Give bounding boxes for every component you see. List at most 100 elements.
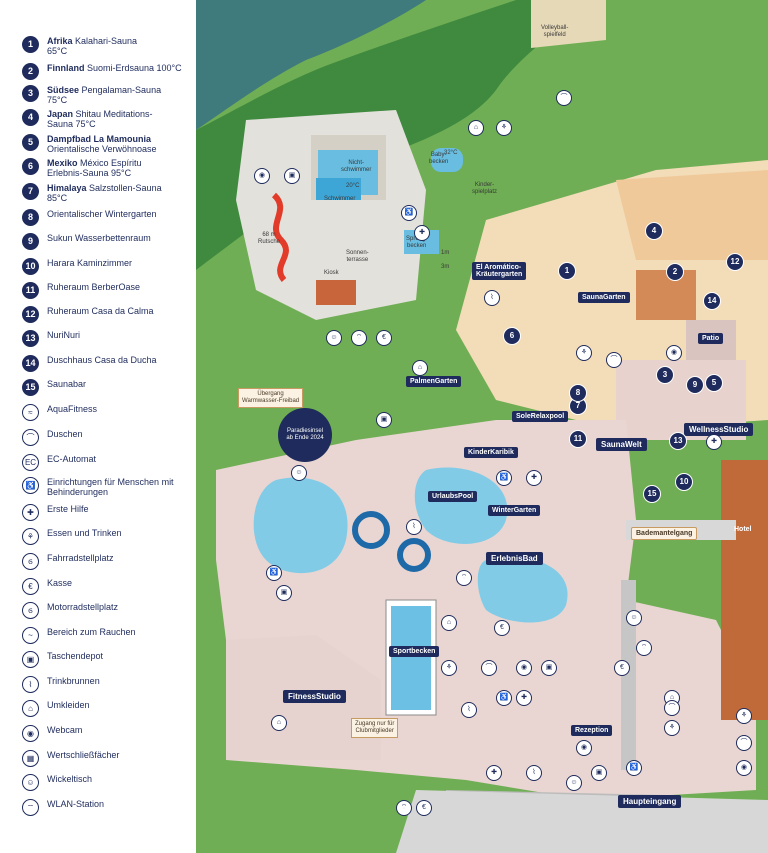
legend-symbol-smoking-area: ~Bereich zum Rauchen bbox=[22, 627, 194, 644]
legend-symbol-baby-changing: ☺Wickeltisch bbox=[22, 774, 194, 791]
legend-number-badge: 2 bbox=[22, 63, 39, 80]
drinking-fountain-icon: ⌇ bbox=[406, 519, 422, 535]
legend-label-line2: 75°C bbox=[47, 95, 68, 105]
baby-changing-icon: ☺ bbox=[22, 774, 39, 791]
first-aid-icon: ✚ bbox=[414, 225, 430, 241]
bag-deposit-icon: ▣ bbox=[284, 168, 300, 184]
shower-icon: ⌒ bbox=[22, 429, 39, 446]
legend-number-badge: 9 bbox=[22, 233, 39, 250]
legend-symbol-bag-deposit: ▣Taschendepot bbox=[22, 651, 194, 668]
bag-deposit-icon: ▣ bbox=[591, 765, 607, 781]
legend-label-text: Kalahari-Sauna bbox=[72, 36, 138, 46]
map-marker-9: 9 bbox=[686, 376, 704, 394]
webcam-icon: ◉ bbox=[516, 660, 532, 676]
legend-symbol-wlan: ⌔WLAN-Station bbox=[22, 799, 194, 816]
map-text-sonnenterrasse: Sonnen-terrasse bbox=[346, 250, 369, 263]
area-label-hotel: Hotel bbox=[734, 526, 752, 533]
legend-label-text: Harara Kaminzimmer bbox=[47, 258, 133, 268]
legend-label-text: Sukun Wasserbettenraum bbox=[47, 233, 151, 243]
aquafitness-icon: ≈ bbox=[22, 404, 39, 421]
first-aid-icon: ✚ bbox=[516, 690, 532, 706]
drinking-fountain-icon: ⌇ bbox=[461, 702, 477, 718]
map-text-baby: Baby-becken bbox=[429, 152, 449, 165]
legend-label-text: Ruheraum BerberOase bbox=[47, 282, 141, 292]
area-label-sportbecken: Sportbecken bbox=[389, 646, 440, 657]
cash-desk-icon: € bbox=[494, 620, 510, 636]
changing-room-icon: ⌂ bbox=[441, 615, 457, 631]
legend-number-badge: 6 bbox=[22, 158, 39, 175]
map-marker-14: 14 bbox=[703, 292, 721, 310]
webcam-icon: ◉ bbox=[576, 740, 592, 756]
map-text-m3: 3m bbox=[441, 264, 450, 270]
legend-label-text: Saunabar bbox=[47, 379, 87, 389]
area-label-fitnessstudio: FitnessStudio bbox=[283, 690, 346, 703]
wlan-icon: ⌔ bbox=[396, 800, 412, 816]
legend-label-line2: 65°C bbox=[47, 46, 68, 56]
area-label-wintergarten: WinterGarten bbox=[488, 505, 541, 516]
legend-symbol-text: Duschen bbox=[47, 429, 83, 439]
map-marker-4: 4 bbox=[645, 222, 663, 240]
legend-symbol-aquafitness: ≈AquaFitness bbox=[22, 404, 194, 421]
drinking-fountain-icon: ⌇ bbox=[22, 676, 39, 693]
legend-label: Finnland Suomi-Erdsauna 100°C bbox=[47, 63, 182, 73]
legend-number-badge: 15 bbox=[22, 379, 39, 396]
legend-symbol-locker: ▦Wertschließfächer bbox=[22, 750, 194, 767]
legend-symbol-cash-desk: €Kasse bbox=[22, 578, 194, 595]
shower-icon: ⌒ bbox=[736, 735, 752, 751]
legend-symbol-label: Essen und Trinken bbox=[47, 528, 122, 538]
legend-label-bold: Mexiko bbox=[47, 158, 78, 168]
legend-number-badge: 12 bbox=[22, 306, 39, 323]
legend-item-10: 10 Harara Kaminzimmer bbox=[22, 258, 194, 275]
area-label-haupteingang: Haupteingang bbox=[618, 795, 682, 808]
legend-label: Ruheraum BerberOase bbox=[47, 282, 140, 292]
legend-label-text: Orientalischer Wintergarten bbox=[47, 209, 157, 219]
map-legend: 1 Afrika Kalahari-Sauna 65°C 2 Finnland Suom… bbox=[0, 0, 196, 853]
legend-label: Saunabar bbox=[47, 379, 86, 389]
changing-room-icon: ⌂ bbox=[412, 360, 428, 376]
map-marker-2: 2 bbox=[666, 263, 684, 281]
wlan-icon: ⌔ bbox=[351, 330, 367, 346]
legend-symbol-text: Trinkbrunnen bbox=[47, 676, 100, 686]
legend-symbol-label: Umkleiden bbox=[47, 700, 90, 710]
legend-label-bold: Afrika bbox=[47, 36, 73, 46]
legend-label: Japan Shitau Meditations-Sauna 75°C bbox=[47, 109, 153, 129]
legend-item-15: 15 Saunabar bbox=[22, 379, 194, 396]
shower-icon: ⌒ bbox=[606, 352, 622, 368]
bag-deposit-icon: ▣ bbox=[22, 651, 39, 668]
legend-item-9: 9 Sukun Wasserbettenraum bbox=[22, 233, 194, 250]
area-label-erlebnisbad: ErlebnisBad bbox=[486, 552, 543, 565]
legend-number-badge: 1 bbox=[22, 36, 39, 53]
map-text-volleyball: Volleyball-spielfeld bbox=[541, 25, 569, 38]
legend-number-badge: 10 bbox=[22, 258, 39, 275]
map-text-kinder: Kinder-spielplatz bbox=[472, 182, 498, 195]
legend-label-text: México Espíritu bbox=[77, 158, 142, 168]
food-drink-icon: ⚘ bbox=[736, 708, 752, 724]
legend-symbol-text: Erste Hilfe bbox=[47, 504, 89, 514]
legend-item-2: 2 Finnland Suomi-Erdsauna 100°C bbox=[22, 63, 194, 80]
webcam-icon: ◉ bbox=[254, 168, 270, 184]
shower-icon: ⌒ bbox=[556, 90, 572, 106]
legend-label-text: Shitau Meditations- bbox=[73, 109, 153, 119]
legend-label-text: NuriNuri bbox=[47, 330, 81, 340]
legend-label-text: Suomi-Erdsauna 100°C bbox=[84, 63, 182, 73]
legend-symbol-text: Einrichtungen für Menschen mit bbox=[47, 477, 174, 487]
legend-label-line2: Sauna 75°C bbox=[47, 119, 96, 129]
area-label-patio: Patio bbox=[698, 333, 724, 344]
legend-symbol-drinking-fountain: ⌇ Trinkbrunnen bbox=[22, 676, 194, 693]
legend-label-bold: Japan bbox=[47, 109, 74, 119]
legend-symbol-label: Duschen bbox=[47, 429, 83, 439]
legend-symbol-label: Bereich zum Rauchen bbox=[47, 627, 136, 637]
webcam-icon: ◉ bbox=[666, 345, 682, 361]
area-label-wellnessstudio: WellnessStudio bbox=[684, 423, 754, 436]
legend-symbol-label: Kasse bbox=[47, 578, 72, 588]
shower-icon: ⌒ bbox=[664, 700, 680, 716]
